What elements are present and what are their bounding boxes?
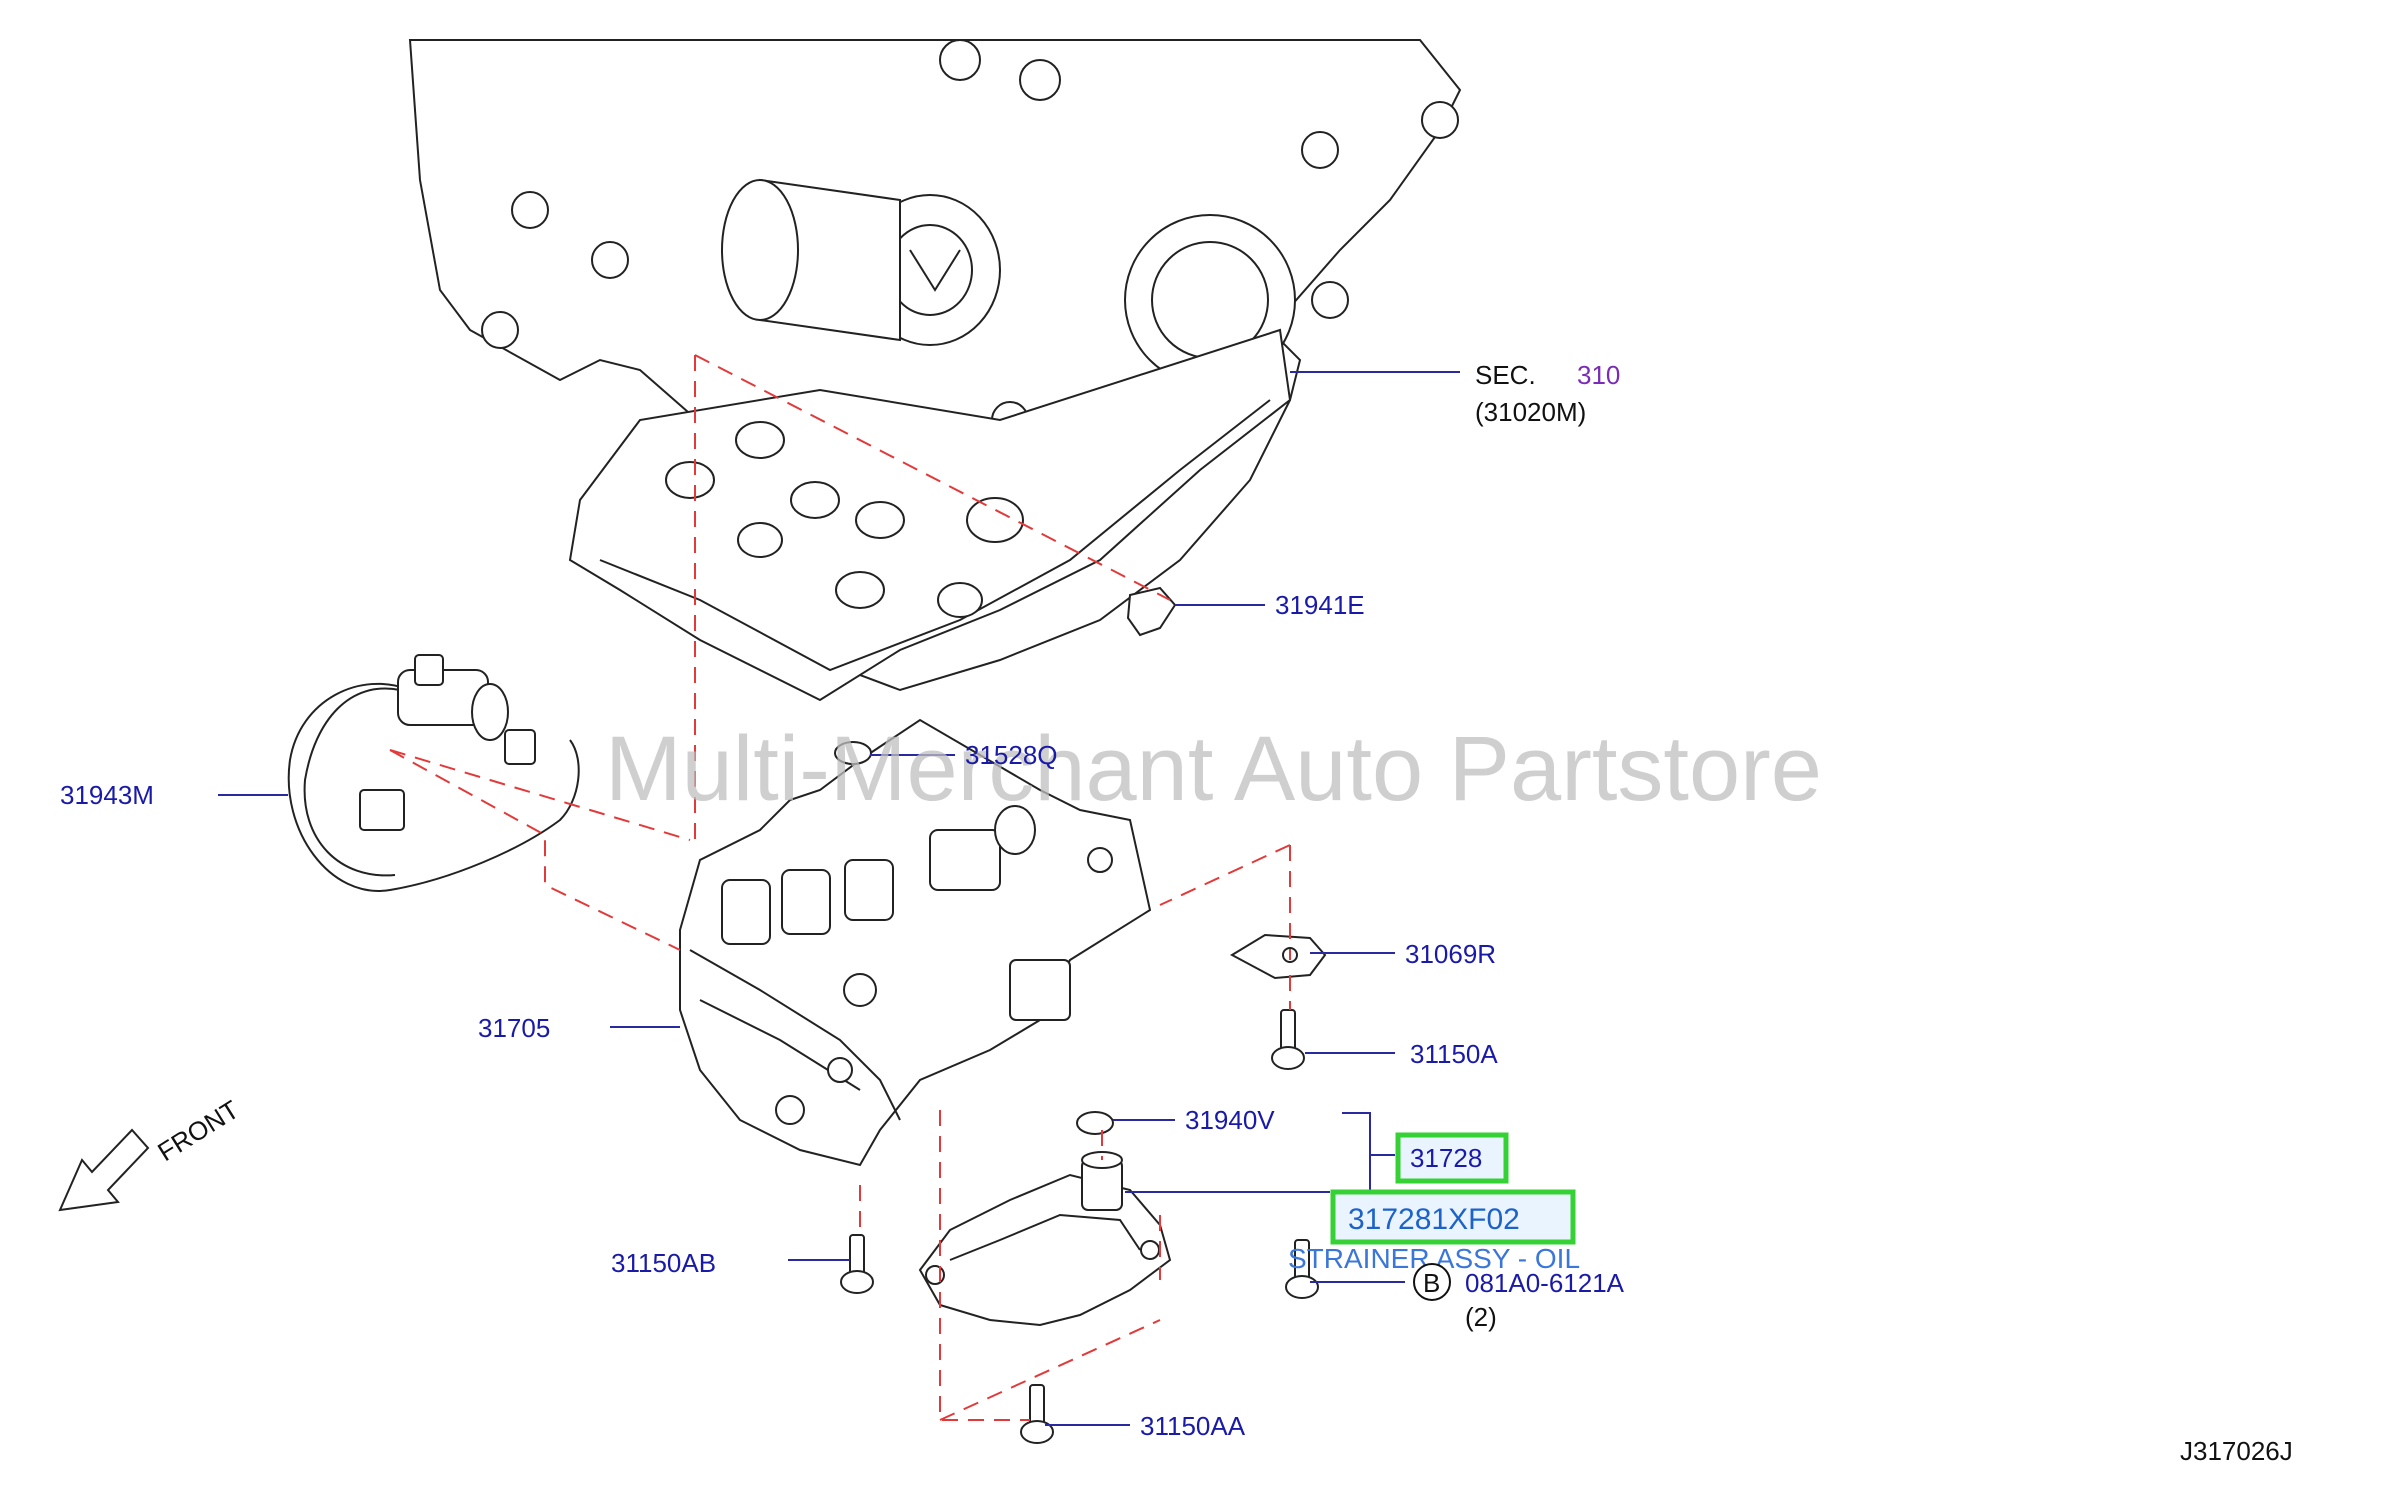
bolt-31150ab-illustration (840, 1234, 874, 1294)
part-label-31150ab[interactable]: 31150AB (611, 1248, 716, 1278)
diagram-code: J317026J (2180, 1436, 2293, 1466)
gasket-31528q-illustration (834, 741, 872, 765)
part-label-31941e[interactable]: 31941E (1275, 590, 1365, 620)
bolt-ref-code[interactable]: 081A0-6121A (1465, 1268, 1625, 1298)
leader-lines (218, 371, 1460, 1426)
part-label-31150a[interactable]: 31150A (1410, 1039, 1498, 1069)
bolt-ref-marker: B (1423, 1268, 1440, 1298)
section-number-link[interactable]: 310 (1577, 360, 1620, 390)
bolt-ref-qty: (2) (1465, 1302, 1497, 1332)
part-label-31150aa[interactable]: 31150AA (1140, 1411, 1246, 1441)
highlighted-part-number[interactable]: 317281XF02 (1348, 1203, 1520, 1236)
control-valve-body-illustration (679, 718, 1152, 1167)
section-prefix-label: SEC. (1475, 360, 1536, 390)
part-label-31943m[interactable]: 31943M (60, 780, 154, 810)
front-direction-indicator: FRONT (58, 1094, 244, 1212)
solenoid-harness-illustration (287, 654, 580, 892)
bolt-31150aa-illustration (1020, 1384, 1054, 1444)
clip-31941e-illustration (1126, 586, 1177, 637)
part-label-31528q[interactable]: 31528Q (965, 740, 1058, 770)
bracket-31069r-illustration (1229, 933, 1327, 980)
front-label: FRONT (152, 1094, 244, 1167)
assembly-dashed-lines (389, 354, 1291, 1421)
section-sub-label: (31020M) (1475, 397, 1586, 427)
part-label-31728[interactable]: 31728 (1410, 1143, 1482, 1173)
part-label-31940v[interactable]: 31940V (1185, 1105, 1275, 1135)
oil-strainer-illustration (918, 1111, 1172, 1327)
part-label-31069r[interactable]: 31069R (1405, 939, 1496, 969)
part-label-31705[interactable]: 31705 (478, 1013, 550, 1043)
bolt-31150a-illustration (1271, 1009, 1305, 1070)
transmission-case-illustration (408, 39, 1462, 702)
watermark-text: Multi-Merchant Auto Partstore (605, 718, 1822, 820)
highlight-box-31728 (1395, 1132, 1509, 1184)
highlight-box-part-number (1330, 1189, 1576, 1245)
bolt-ref-marker-circle (1413, 1263, 1451, 1301)
